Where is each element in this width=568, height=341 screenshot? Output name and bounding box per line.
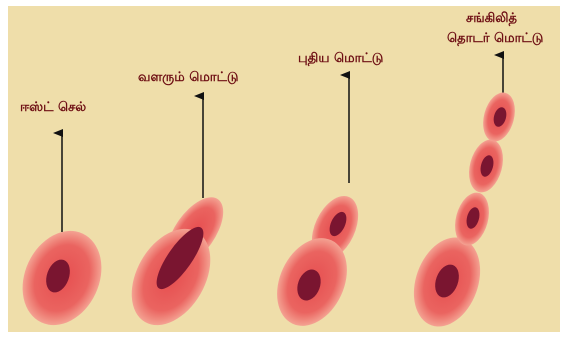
stage-chain-bud [402, 55, 520, 336]
label-chain-bud-line1: சங்கிலித் [466, 10, 517, 27]
label-yeast-cell: ஈஸ்ட் செல் [20, 99, 86, 116]
stage-yeast-cell [8, 133, 116, 338]
stage-new-bud [264, 75, 368, 337]
label-chain-bud-line2: தொடர் மொட்டு [447, 30, 543, 47]
label-new-bud: புதிய மொட்டு [298, 50, 383, 67]
label-growing-bud: வளரும் மொட்டு [138, 69, 239, 86]
stage-growing-bud [116, 96, 235, 339]
